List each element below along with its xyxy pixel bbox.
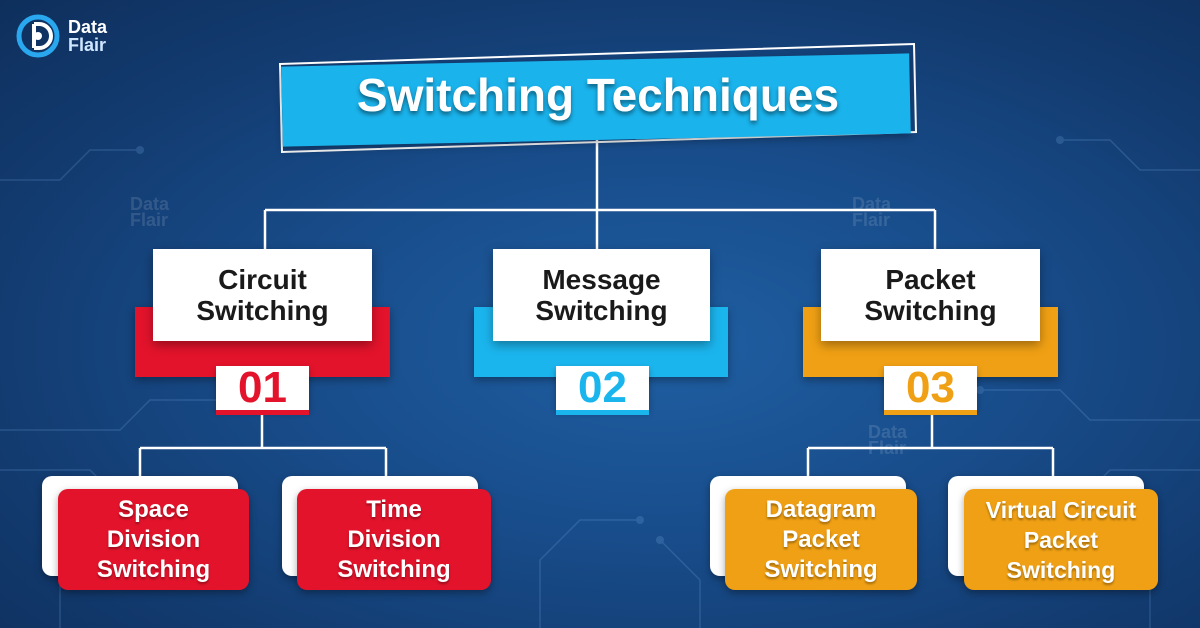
watermark: Data Flair <box>130 194 170 230</box>
title-outline <box>278 42 918 154</box>
leaf-space-division-switching: Space Division Switching <box>58 489 249 590</box>
logo-line2: Flair <box>68 35 107 55</box>
number-underline <box>884 410 977 415</box>
category-number-03: 03 <box>884 363 977 412</box>
leaf-datagram-packet-switching: Datagram Packet Switching <box>725 489 917 590</box>
number-underline <box>556 410 649 415</box>
logo-text: Data Flair <box>68 18 107 54</box>
leaf-virtual-circuit-packet-switching: Virtual Circuit Packet Switching <box>964 489 1158 590</box>
category-circuit-switching: Circuit Switching <box>153 249 372 341</box>
page-title: Switching Techniques <box>356 69 840 121</box>
watermark-line2: Flair <box>130 210 169 230</box>
number-underline <box>216 410 309 415</box>
leaf-time-division-switching: Time Division Switching <box>297 489 491 590</box>
category-number-02: 02 <box>556 363 649 412</box>
title-banner: Switching Techniques <box>278 42 918 154</box>
logo-icon <box>16 14 60 58</box>
dataflair-logo: Data Flair <box>14 12 124 62</box>
watermark-line1: Data <box>852 194 892 214</box>
watermark-line1: Data <box>130 194 170 214</box>
category-packet-switching: Packet Switching <box>821 249 1040 341</box>
category-message-switching: Message Switching <box>493 249 710 341</box>
watermark: Data Flair <box>852 194 892 230</box>
logo-line1: Data <box>68 17 108 37</box>
watermark-line2: Flair <box>852 210 891 230</box>
watermark-line1: Data <box>868 422 908 442</box>
category-number-01: 01 <box>216 363 309 412</box>
